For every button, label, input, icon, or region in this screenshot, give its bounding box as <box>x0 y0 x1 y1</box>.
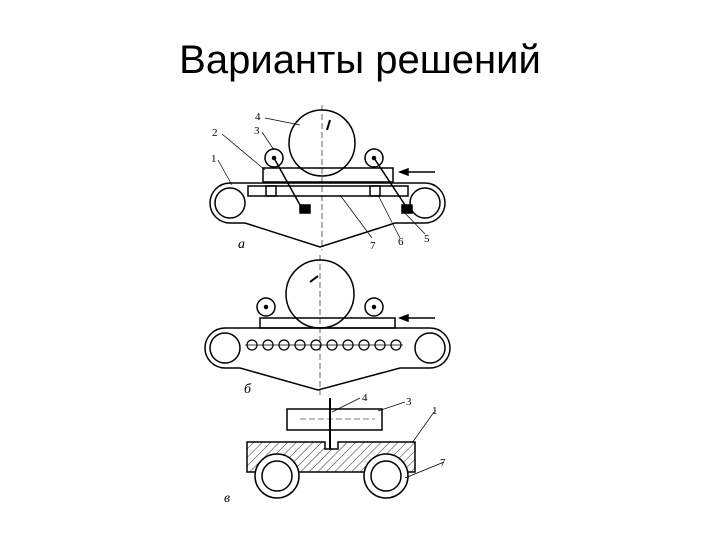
label-v-1: 1 <box>432 405 438 417</box>
roller-left-b <box>256 297 276 317</box>
variant-a-drawing <box>209 105 446 250</box>
roller-right-a <box>364 148 384 168</box>
solutions-diagram: 4 3 2 1 7 6 5 а б <box>204 105 451 506</box>
support-rollers-b <box>245 339 403 351</box>
plate-a <box>262 167 394 183</box>
label-a-3: 3 <box>254 125 260 137</box>
variant-b-drawing <box>204 255 451 395</box>
label-a-2: 2 <box>212 127 218 139</box>
variant-v-drawing <box>246 397 445 499</box>
track-wheel-left-a <box>214 187 246 219</box>
label-a-5: 5 <box>424 233 430 245</box>
label-v-4: 4 <box>362 392 368 404</box>
label-a-1: 1 <box>211 153 217 165</box>
plate-b <box>259 317 396 329</box>
track-wheel-right-b <box>414 332 446 364</box>
frame-a <box>247 185 409 197</box>
label-a-7: 7 <box>370 240 376 252</box>
label-v-7: 7 <box>440 457 446 469</box>
top-block-v <box>286 408 383 431</box>
roller-right-b <box>364 297 384 317</box>
slide-title: Варианты решений <box>179 38 541 82</box>
label-a-6: 6 <box>398 236 404 248</box>
roller-left-a <box>264 148 284 168</box>
label-v-3: 3 <box>406 396 412 408</box>
track-a <box>209 182 446 248</box>
track-b <box>204 327 451 391</box>
track-wheel-right-a <box>409 187 441 219</box>
track-wheel-left-b <box>209 332 241 364</box>
caption-b: б <box>244 382 252 397</box>
caption-v: в <box>224 491 230 506</box>
caption-a: а <box>238 237 245 252</box>
label-a-4: 4 <box>255 111 261 123</box>
